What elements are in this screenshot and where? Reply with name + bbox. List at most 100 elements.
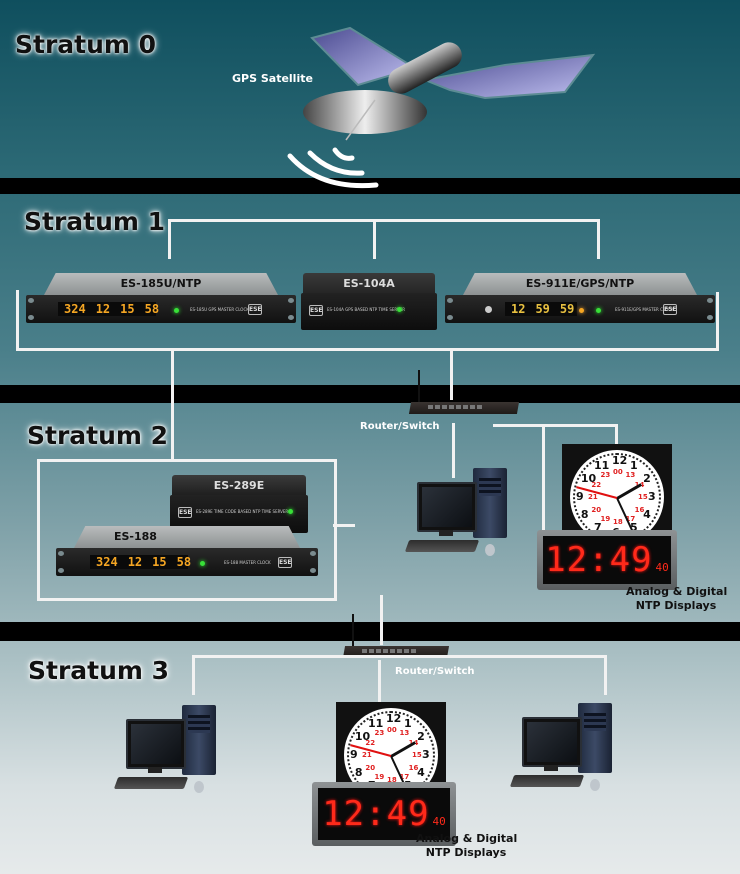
wire bbox=[493, 424, 618, 427]
vfd-minute: 15 bbox=[120, 302, 135, 316]
stratum-3-title: Stratum 3 bbox=[28, 656, 170, 685]
device-name: ES-911E/GPS/NTP bbox=[525, 277, 635, 290]
es-289e-device: ES-289E ESE ES-289E TIME CODE BASED NTP … bbox=[170, 475, 308, 533]
clock-hour-numeral: 10 bbox=[580, 472, 597, 485]
clock-hour-numeral: 2 bbox=[417, 730, 425, 743]
vfd-hour: 12 bbox=[127, 555, 143, 569]
wire bbox=[168, 219, 600, 222]
clock-24h-numeral: 17 bbox=[399, 772, 410, 781]
vfd-day: 324 bbox=[64, 302, 86, 316]
clock-24h-numeral: 15 bbox=[412, 751, 422, 759]
clock-24h-numeral: 22 bbox=[365, 738, 376, 747]
time-sync-led bbox=[579, 308, 584, 313]
clock-24h-numeral: 21 bbox=[588, 493, 598, 501]
clock-24h-numeral: 21 bbox=[362, 751, 372, 759]
panel-text: ES-188 MASTER CLOCK bbox=[224, 560, 271, 565]
clock-hour-numeral: 1 bbox=[630, 458, 638, 472]
ese-logo-icon: ESE bbox=[278, 557, 292, 568]
panel-text: ES-289E TIME CODE BASED NTP TIME SERVER bbox=[196, 509, 289, 514]
clock-24h-numeral: 00 bbox=[613, 468, 623, 476]
digital-clock-time: 12:49 bbox=[545, 540, 653, 580]
clock-hour-numeral: 1 bbox=[404, 716, 412, 730]
vfd-hour: 12 bbox=[511, 302, 526, 316]
digital-clock-time: 12:49 bbox=[322, 794, 430, 834]
clock-24h-numeral: 17 bbox=[625, 514, 636, 523]
digital-clock-display: 12:49 40 bbox=[312, 782, 456, 846]
clock-24h-numeral: 18 bbox=[387, 776, 397, 784]
router-switch-icon bbox=[408, 370, 520, 422]
mode-button[interactable] bbox=[485, 306, 492, 313]
satellite-dish bbox=[303, 90, 427, 134]
vfd-second: 58 bbox=[144, 302, 160, 316]
computer-icon bbox=[509, 703, 612, 795]
clock-hour-numeral: 9 bbox=[350, 748, 358, 761]
clock-hour-numeral: 12 bbox=[386, 712, 402, 725]
clock-hour-numeral: 4 bbox=[417, 766, 425, 779]
device-name: ES-188 bbox=[114, 530, 157, 543]
es-188-device: ES-188 324 12 15 58 ES-188 MASTER CLOCK … bbox=[56, 526, 318, 578]
clock-hour-numeral: 3 bbox=[648, 490, 656, 503]
stratum-divider-2 bbox=[0, 385, 740, 403]
clock-hour-numeral: 3 bbox=[422, 748, 430, 761]
device-name: ES-185U/NTP bbox=[120, 277, 202, 290]
clock-24h-numeral: 13 bbox=[625, 471, 636, 480]
stratum-2-title: Stratum 2 bbox=[27, 421, 169, 450]
clock-24h-numeral: 23 bbox=[374, 729, 385, 738]
label-line-1: Analog & Digital bbox=[626, 585, 728, 598]
device-name: ES-104A bbox=[343, 277, 395, 290]
gps-lock-led bbox=[174, 308, 179, 313]
vfd-minute: 59 bbox=[535, 302, 550, 316]
wire bbox=[380, 595, 383, 645]
vfd-second: 59 bbox=[559, 302, 575, 316]
ntp-sync-led bbox=[200, 561, 205, 566]
clock-24h-numeral: 22 bbox=[591, 480, 602, 489]
digital-clock-seconds: 40 bbox=[432, 814, 446, 828]
label-line-2: NTP Displays bbox=[425, 846, 507, 859]
clock-24h-numeral: 00 bbox=[387, 726, 397, 734]
wire bbox=[333, 524, 355, 527]
wire bbox=[192, 655, 607, 658]
panel-text: ES-104A GPS BASED NTP TIME SERVER bbox=[327, 307, 406, 312]
vfd-second: 58 bbox=[176, 555, 192, 569]
clock-hour-numeral: 8 bbox=[580, 508, 589, 521]
computer-icon bbox=[113, 705, 216, 797]
clock-face: 120011321431541651761871982092110221123 bbox=[344, 708, 438, 802]
ntp-displays-label: Analog & Digital NTP Displays bbox=[626, 585, 728, 613]
router-switch-label: Router/Switch bbox=[360, 421, 440, 432]
wire bbox=[597, 219, 600, 259]
wire bbox=[542, 424, 545, 534]
clock-hour-numeral: 12 bbox=[612, 454, 628, 467]
digital-clock-seconds: 40 bbox=[655, 560, 669, 574]
wire bbox=[16, 290, 19, 351]
clock-24h-numeral: 20 bbox=[591, 505, 602, 514]
satellite-body bbox=[388, 42, 462, 94]
es-185u-ntp-device: ES-185U/NTP 324 12 15 58 ES-185U GPS MAS… bbox=[26, 273, 296, 323]
stratum-1-title: Stratum 1 bbox=[24, 207, 166, 236]
time-code-lock-led bbox=[288, 509, 293, 514]
wire bbox=[373, 219, 376, 259]
clock-hour-numeral: 10 bbox=[354, 730, 371, 743]
gps-lock-led bbox=[397, 307, 402, 312]
clock-24h-numeral: 16 bbox=[634, 505, 645, 514]
panel-text: ES-911E/GPS MASTER CLOCK bbox=[615, 307, 674, 312]
clock-24h-numeral: 19 bbox=[600, 514, 611, 523]
gps-satellite-label: GPS Satellite bbox=[232, 72, 313, 85]
gps-satellite-icon bbox=[287, 26, 596, 189]
wire bbox=[604, 655, 607, 695]
wire bbox=[171, 348, 174, 460]
router-switch-icon bbox=[342, 614, 450, 666]
es-104a-device: ES-104A ESE ES-104A GPS BASED NTP TIME S… bbox=[301, 273, 437, 330]
clock-hour-numeral: 11 bbox=[594, 458, 610, 472]
clock-hour-numeral: 8 bbox=[354, 766, 363, 779]
wire bbox=[450, 348, 453, 400]
wire bbox=[168, 219, 171, 259]
es-911e-gps-ntp-device: ES-911E/GPS/NTP 12 59 59 ES-911E/GPS MAS… bbox=[445, 273, 715, 323]
vfd-minute: 15 bbox=[152, 555, 167, 569]
wire bbox=[16, 348, 719, 351]
clock-hour-numeral: 5 bbox=[630, 521, 638, 535]
label-line-1: Analog & Digital bbox=[416, 832, 518, 845]
label-line-2: NTP Displays bbox=[635, 599, 717, 612]
ese-logo-icon: ESE bbox=[663, 304, 677, 315]
gps-lock-led bbox=[596, 308, 601, 313]
device-name: ES-289E bbox=[213, 479, 265, 492]
